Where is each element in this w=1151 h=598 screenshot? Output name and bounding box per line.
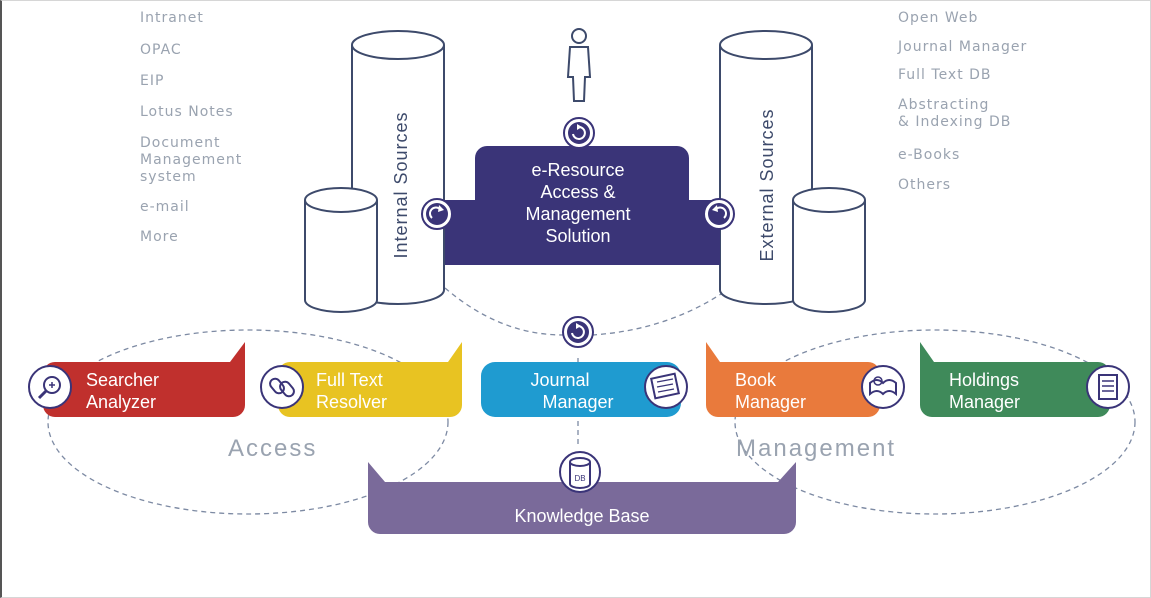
module-label-line: Full Text bbox=[316, 370, 383, 390]
management-group-ellipse bbox=[734, 329, 1136, 515]
journal-icon bbox=[644, 365, 688, 409]
cycle-icon-left bbox=[421, 198, 453, 230]
internal-source-item: Document Management system bbox=[140, 135, 243, 185]
module-label-line: Manager bbox=[542, 392, 613, 412]
internal-short-cylinder-top bbox=[304, 187, 378, 213]
internal-tall-cylinder-top bbox=[351, 30, 445, 60]
module-label-line: Manager bbox=[735, 392, 806, 412]
access-group-ellipse bbox=[47, 329, 449, 515]
database-icon: DB bbox=[559, 451, 601, 493]
chain-link-icon bbox=[260, 365, 304, 409]
knowledge-base-label: Knowledge Base bbox=[514, 506, 649, 526]
external-source-item: e-Books bbox=[898, 147, 961, 163]
external-short-cylinder bbox=[792, 200, 866, 313]
internal-sources-cylinders bbox=[304, 30, 445, 313]
external-source-item: Full Text DB bbox=[898, 67, 992, 83]
internal-source-item: EIP bbox=[140, 73, 165, 89]
center-box-line: e-Resource bbox=[531, 160, 624, 180]
open-book-icon bbox=[861, 365, 905, 409]
center-box-line: Solution bbox=[545, 226, 610, 246]
center-box-line: Access & bbox=[540, 182, 615, 202]
cycle-icon-top bbox=[563, 117, 595, 149]
dashed-connectors bbox=[47, 287, 1136, 515]
external-sources-cylinders bbox=[719, 30, 866, 313]
external-short-cylinder-top bbox=[792, 187, 866, 213]
internal-sources-title: Internal Sources bbox=[391, 111, 411, 258]
searcher-analyzer-module: Searcher Analyzer bbox=[28, 342, 245, 417]
external-sources-title: External Sources bbox=[757, 108, 777, 261]
cycle-icon-bottom bbox=[562, 316, 594, 348]
journal-manager-module: Journal Manager bbox=[481, 362, 688, 417]
book-manager-module: Book Manager bbox=[706, 342, 905, 417]
user-person-icon bbox=[566, 28, 592, 102]
management-group-label: Management bbox=[736, 435, 896, 462]
internal-source-item: e-mail bbox=[140, 199, 190, 215]
document-list-icon bbox=[1086, 365, 1130, 409]
internal-source-item: OPAC bbox=[140, 42, 182, 58]
module-label-line: Resolver bbox=[316, 392, 387, 412]
knowledge-base-box: Knowledge Base DB bbox=[368, 451, 796, 534]
internal-source-item: Intranet bbox=[140, 10, 204, 26]
external-source-item: Open Web bbox=[898, 10, 979, 26]
access-group-label: Access bbox=[228, 435, 317, 462]
database-icon-text: DB bbox=[574, 474, 585, 483]
center-box-shape bbox=[445, 146, 720, 265]
full-text-resolver-module: Full Text Resolver bbox=[260, 342, 462, 417]
center-solution-box: e-Resource Access & Management Solution bbox=[445, 146, 720, 265]
external-tall-cylinder-top bbox=[719, 30, 813, 60]
internal-source-item: More bbox=[140, 229, 179, 245]
connector-internal-to-center bbox=[444, 287, 564, 336]
module-label-line: Journal bbox=[530, 370, 589, 390]
cycle-icon-right bbox=[703, 198, 735, 230]
external-source-item: Others bbox=[898, 177, 952, 193]
module-label-line: Holdings bbox=[949, 370, 1019, 390]
module-label-line: Analyzer bbox=[86, 392, 156, 412]
module-label-line: Searcher bbox=[86, 370, 159, 390]
center-box-line: Management bbox=[525, 204, 630, 224]
external-source-item: Abstracting & Indexing DB bbox=[898, 97, 1012, 130]
magnifier-icon bbox=[28, 365, 72, 409]
module-label-line: Manager bbox=[949, 392, 1020, 412]
holdings-manager-module: Holdings Manager bbox=[920, 342, 1130, 417]
internal-source-item: Lotus Notes bbox=[140, 104, 234, 120]
connector-external-to-center bbox=[591, 287, 731, 336]
external-source-item: Journal Manager bbox=[898, 39, 1028, 55]
module-label-line: Book bbox=[735, 370, 777, 390]
internal-short-cylinder bbox=[304, 200, 378, 313]
